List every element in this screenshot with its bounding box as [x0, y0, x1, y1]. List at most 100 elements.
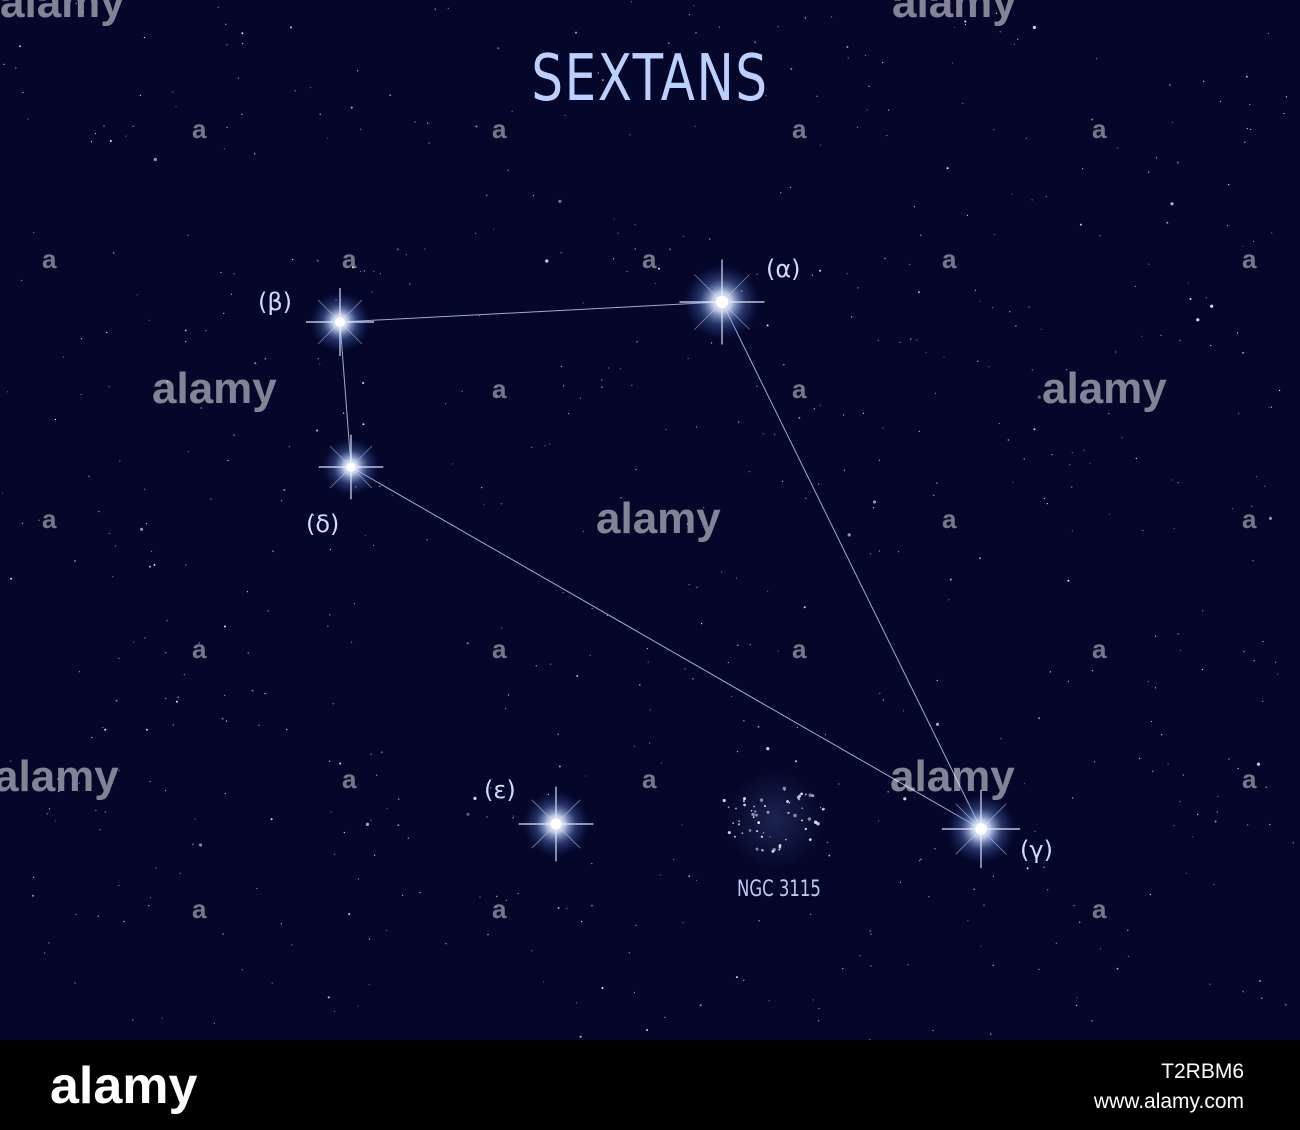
background-star — [139, 94, 141, 96]
star-label-delta: (δ) — [306, 510, 340, 538]
background-star — [1166, 221, 1169, 224]
background-star — [316, 259, 319, 262]
background-star — [1009, 311, 1011, 313]
background-star — [1071, 452, 1073, 454]
background-star — [1243, 651, 1245, 653]
background-star — [143, 36, 145, 39]
background-star — [1095, 58, 1098, 60]
cluster-star — [733, 835, 737, 838]
background-star — [1099, 235, 1101, 237]
cluster-star — [778, 845, 782, 849]
background-star — [913, 206, 916, 208]
background-star — [869, 1038, 871, 1040]
background-star — [351, 641, 353, 643]
background-star — [237, 77, 239, 79]
watermark-a: a — [792, 114, 807, 144]
background-star — [144, 488, 146, 490]
background-star — [98, 511, 100, 513]
background-star — [1246, 127, 1248, 130]
background-star — [695, 32, 697, 34]
background-star — [38, 519, 40, 521]
cluster-star — [808, 838, 812, 841]
background-star — [104, 728, 107, 731]
background-star — [15, 67, 17, 69]
background-star — [357, 878, 359, 880]
background-star — [579, 1035, 582, 1038]
background-star — [409, 283, 411, 285]
background-star — [112, 576, 114, 578]
background-star — [99, 829, 101, 831]
background-star — [819, 404, 821, 406]
background-star — [601, 386, 603, 388]
watermark-a: a — [792, 634, 807, 664]
background-star — [591, 863, 593, 865]
background-star — [718, 87, 720, 89]
background-star — [847, 57, 849, 59]
background-star — [368, 984, 370, 986]
background-star — [899, 881, 902, 884]
background-star — [798, 416, 801, 419]
background-star — [224, 793, 226, 795]
background-star — [933, 494, 935, 496]
background-star — [155, 867, 157, 869]
cluster-star — [778, 848, 781, 851]
background-star — [582, 530, 584, 532]
star-delta-core — [346, 462, 356, 472]
background-star — [601, 379, 603, 381]
background-star — [327, 996, 330, 999]
background-star — [310, 87, 312, 89]
background-star — [878, 459, 880, 461]
background-star — [481, 487, 483, 489]
background-star — [376, 774, 378, 776]
background-star — [251, 689, 254, 692]
background-star — [226, 126, 228, 128]
cluster-star — [813, 820, 818, 824]
background-star — [660, 762, 663, 764]
background-star — [479, 315, 481, 317]
background-star — [658, 267, 660, 270]
background-star — [291, 944, 293, 946]
background-star — [388, 94, 391, 97]
background-star — [812, 999, 814, 1001]
background-star — [636, 341, 638, 343]
constellation-diagram — [1, 1, 1294, 1040]
background-star — [490, 787, 492, 789]
background-star — [979, 557, 982, 560]
background-star — [934, 848, 936, 850]
background-star — [796, 726, 798, 729]
background-star — [334, 853, 336, 855]
cluster-star — [787, 811, 790, 815]
background-star — [474, 232, 476, 234]
background-star — [374, 854, 376, 856]
background-star — [1031, 199, 1033, 201]
cluster-star — [761, 849, 764, 852]
background-star — [828, 854, 831, 857]
background-star — [379, 273, 381, 275]
background-star — [818, 1007, 820, 1010]
background-star — [54, 820, 56, 822]
background-star — [475, 125, 478, 128]
background-star — [226, 44, 228, 46]
background-star — [1196, 318, 1200, 322]
background-star — [123, 920, 125, 923]
background-star — [722, 798, 726, 803]
background-star — [568, 413, 570, 415]
background-star — [882, 427, 884, 429]
background-star — [479, 896, 481, 898]
background-star — [566, 907, 568, 910]
cluster-label: NGC 3115 — [737, 877, 821, 902]
background-star — [756, 273, 758, 275]
background-star — [649, 742, 651, 744]
background-star — [884, 257, 886, 260]
background-star — [954, 26, 956, 28]
background-star — [1073, 905, 1075, 907]
background-star — [94, 132, 97, 135]
background-star — [1267, 32, 1269, 35]
background-star — [575, 31, 577, 34]
background-star — [78, 782, 80, 784]
background-star — [317, 358, 319, 360]
background-star — [1067, 579, 1070, 582]
cluster-star — [757, 821, 761, 825]
background-star — [82, 11, 84, 13]
background-star — [222, 933, 224, 935]
